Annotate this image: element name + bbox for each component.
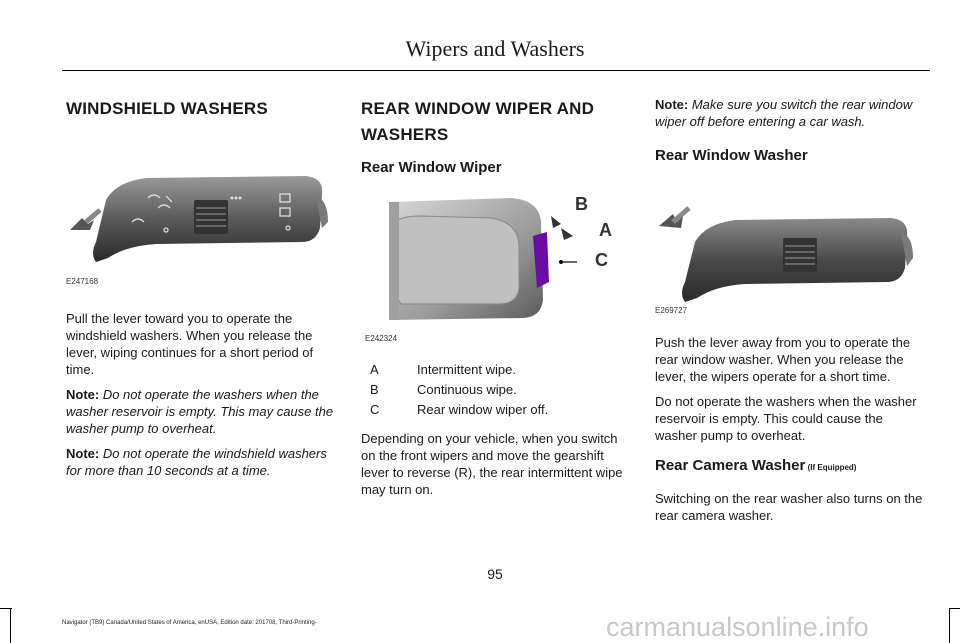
figure-windshield-lever: E247168 [66, 138, 336, 286]
crop-mark [10, 608, 11, 643]
crop-mark [0, 608, 12, 609]
legend-row: A Intermittent wipe. [361, 362, 631, 382]
legend-row: B Continuous wipe. [361, 382, 631, 402]
heading-line: WASHERS [361, 125, 449, 144]
figure-code: E242324 [365, 334, 398, 343]
legend-value: Rear window wiper off. [417, 402, 549, 417]
legend-key: B [370, 382, 379, 397]
legend-row: C Rear window wiper off. [361, 402, 631, 422]
paragraph: Depending on your vehicle, when you swit… [361, 431, 623, 497]
crop-mark [949, 608, 960, 609]
figure-rear-wiper: B A C E242324 [361, 192, 631, 352]
crop-mark [949, 608, 950, 643]
subheading-qualifier: (If Equipped) [805, 463, 857, 472]
figure-label-b: B [575, 194, 588, 214]
subheading: Rear Window Washer [655, 147, 808, 164]
washer-lever-illustration [659, 206, 913, 302]
note-text: Do not operate the windshield washers fo… [66, 446, 327, 478]
page-number: 95 [487, 566, 503, 582]
figure-code: E269727 [655, 306, 688, 315]
figure-code: E247168 [66, 277, 99, 286]
paragraph: Switching on the rear washer also turns … [655, 491, 923, 523]
section-heading: REAR WINDOW WIPER AND WASHERS [361, 96, 631, 148]
watermark: carmanualsonline.info [606, 612, 869, 642]
note-text: Make sure you switch the rear window wip… [655, 97, 913, 129]
paragraph: Push the lever away from you to operate … [655, 335, 911, 384]
rear-wiper-illustration [389, 198, 577, 320]
column-rear-wiper: REAR WINDOW WIPER AND WASHERS Rear Window… [361, 96, 631, 498]
heading-line: REAR WINDOW WIPER AND [361, 99, 595, 118]
figure-rear-washer: E269727 [655, 176, 925, 326]
note-text: Do not operate the washers when the wash… [66, 387, 334, 436]
column-windshield-washers: WINDSHIELD WASHERS E247168 Pull the leve… [66, 96, 336, 479]
edition-info: Navigator (TB9) Canada/United States of … [62, 620, 317, 626]
page-title: Wipers and Washers [405, 36, 585, 61]
note: Note: Do not operate the windshield wash… [66, 445, 336, 479]
legend-key: C [370, 402, 380, 417]
legend-value: Continuous wipe. [417, 382, 517, 397]
note: Note: Make sure you switch the rear wind… [655, 96, 925, 130]
paragraph: Pull the lever toward you to operate the… [66, 311, 314, 377]
subheading: Rear Camera Washer (If Equipped) [655, 456, 925, 478]
section-heading: WINDSHIELD WASHERS [66, 99, 268, 118]
column-rear-washer: Note: Make sure you switch the rear wind… [655, 96, 925, 524]
legend-value: Intermittent wipe. [417, 362, 516, 377]
subheading-text: Rear Camera Washer [655, 457, 806, 474]
lever-illustration [70, 176, 328, 262]
legend-key: A [370, 362, 379, 377]
paragraph: Do not operate the washers when the wash… [655, 394, 917, 443]
legend-table: A Intermittent wipe. B Continuous wipe. C R… [361, 362, 631, 422]
note-label: Note: [66, 387, 100, 402]
note-label: Note: [66, 446, 100, 461]
header-divider [62, 70, 930, 71]
note: Note: Do not operate the washers when th… [66, 386, 336, 437]
subheading: Rear Window Wiper [361, 159, 502, 176]
figure-label-a: A [599, 220, 612, 240]
note-label: Note: [655, 97, 689, 112]
figure-label-c: C [595, 250, 608, 270]
